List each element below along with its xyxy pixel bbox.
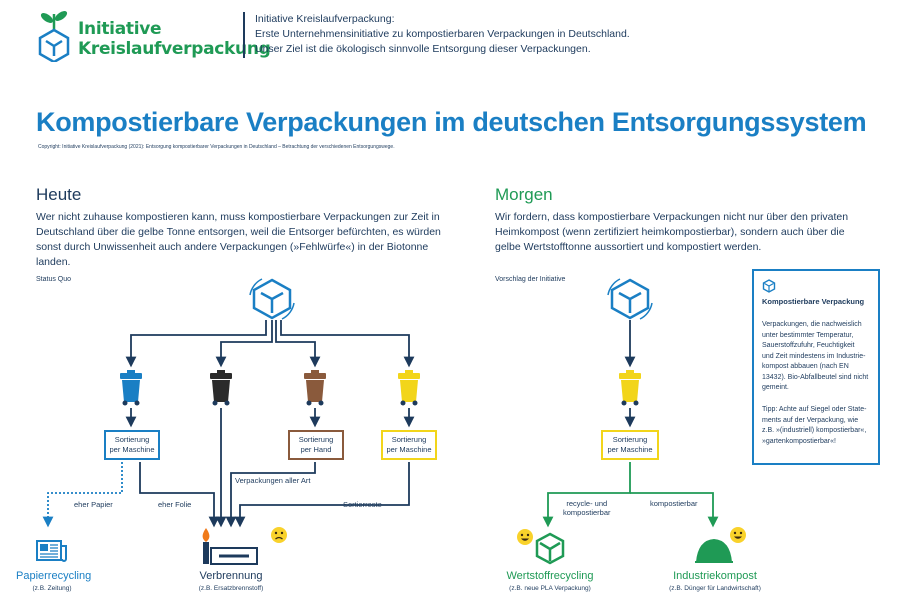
packaging-cube-icon-right [607, 278, 653, 320]
out-burn-title: Verbrennung [199, 570, 263, 582]
logo-line1: Initiative [78, 19, 162, 39]
label-recycle-kompostierbar: recycle- und kompostierbar [563, 499, 611, 517]
info-line: gemeint. [762, 384, 789, 391]
brown-bin-icon [304, 370, 326, 406]
tomorrow-heading: Morgen [495, 185, 553, 204]
info-line: unter bestimmter Temperatur, [762, 331, 854, 339]
out-recycle-title: Wertstoffrecycling [506, 570, 594, 582]
logo-icon [38, 11, 70, 62]
info-line: 13432). Bio-Abfallbeutel sind nicht [762, 373, 869, 381]
yellow-bin-icon [398, 370, 420, 406]
out-paper-sub: (z.B. Zeitung) [32, 585, 72, 592]
sorting-box-blue-line1: Sortierung [114, 435, 150, 444]
header-separator [243, 12, 245, 58]
black-bin-icon [210, 370, 232, 406]
newspaper-icon [36, 540, 67, 562]
info-tip-line: »gartenkompostierbar«! [762, 437, 836, 445]
blue-bin-icon [120, 370, 142, 406]
out-compost-title: Industriekompost [673, 570, 757, 582]
sorting-box-yellow-right: Sortierung per Maschine [601, 430, 659, 460]
label-eher-papier: eher Papier [74, 500, 113, 509]
info-definition: Verpackungen, die nachweislich unter bes… [762, 320, 868, 394]
out-compost-sub: (z.B. Dünger für Landwirtschaft) [669, 585, 761, 592]
intro-line2: Erste Unternehmensinitiative zu komposti… [255, 28, 630, 40]
info-tip: Tipp: Achte auf Siegel oder State- ments… [762, 405, 866, 447]
sorting-box-yellow-line1: Sortierung [391, 435, 427, 444]
out-burn-sub: (z.B. Ersatzbrennstoff) [198, 585, 264, 592]
info-box: Kompostierbare Verpackung Verpackungen, … [752, 269, 880, 465]
sorting-box-yellow: Sortierung per Maschine [381, 430, 437, 460]
label-eher-folie: eher Folie [158, 500, 192, 509]
copyright-note: Copyright: Initiative Kreislaufverpackun… [38, 144, 395, 150]
happy-face-icon [517, 529, 533, 545]
page-title: Kompostierbare Verpackungen im deutschen… [36, 107, 867, 137]
yellow-bin-icon-right [619, 370, 641, 406]
info-line: kompost abbauen (nach EN [762, 363, 849, 370]
info-tip-line: z.B. »(industriell) kompostierbar«, [762, 427, 867, 434]
out-recycle-sub: (z.B. neue PLA Verpackung) [509, 585, 591, 592]
info-line: und Zeit mindestens im Industrie- [762, 352, 866, 360]
info-line: Sauerstoffzufuhr, Feuchtigkeit [762, 342, 855, 349]
sorting-box-yellow-right-line2: per Maschine [607, 444, 653, 454]
happy-face-icon-2 [730, 527, 746, 543]
intro-line3: Unser Ziel ist die ökologisch sinnvolle … [255, 43, 591, 55]
status-quo-label: Status Quo [36, 276, 72, 283]
sad-face-icon [271, 527, 287, 543]
sorting-box-yellow-line2: per Maschine [386, 444, 432, 454]
info-tip-line: Tipp: Achte auf Siegel oder State- [762, 406, 867, 413]
info-tip-line: ments auf der Verpackung, wie [762, 416, 859, 424]
label-sortierreste: Sortierreste [343, 500, 382, 509]
sorting-box-brown-line1: Sortierung [298, 435, 334, 444]
proposal-label: Vorschlag der Initiative [495, 276, 566, 283]
recycling-cube-icon [535, 532, 565, 565]
info-line: Verpackungen, die nachweislich [762, 321, 862, 328]
logo-line2: Kreislaufverpackung [78, 39, 271, 59]
packaging-cube-icon [249, 278, 295, 320]
info-cube-icon [762, 279, 776, 293]
label-recycle-line1: recycle- und [566, 499, 608, 508]
sorting-box-brown: Sortierung per Hand [288, 430, 344, 460]
sorting-box-yellow-right-line1: Sortierung [612, 435, 648, 444]
label-kompostierbar: kompostierbar [650, 499, 698, 508]
out-paper-title: Papierrecycling [16, 570, 92, 582]
info-title: Kompostierbare Verpackung [762, 297, 865, 306]
tomorrow-text: Wir fordern, dass kompostierbare Verpack… [495, 211, 849, 253]
today-text: Wer nicht zuhause kompostieren kann, mus… [36, 211, 441, 268]
label-recycle-line2: kompostierbar [563, 508, 611, 517]
sorting-box-blue: Sortierung per Maschine [104, 430, 160, 460]
today-heading: Heute [36, 185, 82, 204]
sorting-box-brown-line2: per Hand [300, 444, 332, 454]
intro-line1: Initiative Kreislaufverpackung: [255, 13, 395, 25]
incinerator-icon [202, 528, 258, 565]
label-verpackungen-aller-art: Verpackungen aller Art [235, 476, 311, 485]
compost-heap-icon [695, 539, 733, 563]
sorting-box-blue-line2: per Maschine [109, 444, 155, 454]
